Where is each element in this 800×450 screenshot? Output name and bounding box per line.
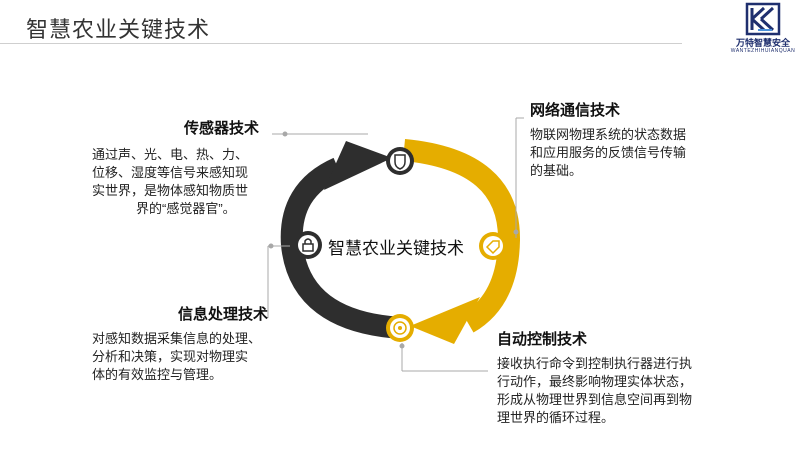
network-line: 物联网物理系统的状态数据 <box>530 127 687 142</box>
sensor-line: 位移、湿度等信号来感知现 <box>92 165 249 180</box>
sensor-line: 实世界，是物体感知物质世 <box>92 183 249 198</box>
control-line: 行动作，最终影响物理实体状态， <box>497 374 693 389</box>
control-line: 接收执行命令到控制执行器进行执 <box>497 356 693 371</box>
dark-arrowhead <box>324 141 392 190</box>
logo-subtitle: WANTEZHIHUIANQUAN <box>730 48 796 54</box>
gold-arrowhead <box>410 297 480 344</box>
processing-heading: 信息处理技术 <box>178 306 269 323</box>
title-divider <box>0 43 682 44</box>
shield-icon <box>386 147 414 175</box>
logo-mark-icon <box>745 2 781 36</box>
processing-line: 体的有效监控与管理。 <box>92 367 223 382</box>
logo-name: 万特智慧安全 <box>735 38 790 48</box>
network-line: 和应用服务的反馈信号传输 <box>530 145 687 160</box>
lock-icon <box>294 231 322 259</box>
target-icon <box>386 314 414 342</box>
sensor-line: 通过声、光、电、热、力、 <box>92 147 249 162</box>
control-line: 理世界的循环过程。 <box>497 410 615 425</box>
tag-icon <box>479 232 507 260</box>
slide-title: 智慧农业关键技术 <box>26 17 211 42</box>
processing-body: 对感知数据采集信息的处理、 分析和决策，实现对物理实 体的有效监控与管理。 <box>92 330 261 384</box>
network-line: 的基础。 <box>530 163 583 178</box>
control-body: 接收执行命令到控制执行器进行执 行动作，最终影响物理实体状态， 形成从物理世界到… <box>497 355 692 427</box>
processing-line: 分析和决策，实现对物理实 <box>92 349 249 364</box>
control-line: 形成从物理世界到信息空间再到物 <box>497 392 693 407</box>
gold-cycle-arc <box>402 139 521 333</box>
logo: 万特智慧安全 WANTEZHIHUIANQUAN <box>728 2 798 62</box>
control-heading: 自动控制技术 <box>497 331 588 348</box>
connector-lines <box>267 117 524 372</box>
sensor-heading: 传感器技术 <box>184 120 260 137</box>
processing-line: 对感知数据采集信息的处理、 <box>92 331 262 346</box>
network-heading: 网络通信技术 <box>530 102 621 119</box>
sensor-body: 通过声、光、电、热、力、 位移、湿度等信号来感知现 实世界，是物体感知物质世 界… <box>92 146 248 218</box>
network-body: 物联网物理系统的状态数据 和应用服务的反馈信号传输 的基础。 <box>530 126 686 180</box>
sensor-line: 界的“感觉器官”。 <box>136 201 236 216</box>
dark-cycle-arc <box>280 157 403 339</box>
center-label: 智慧农业关键技术 <box>328 239 464 258</box>
